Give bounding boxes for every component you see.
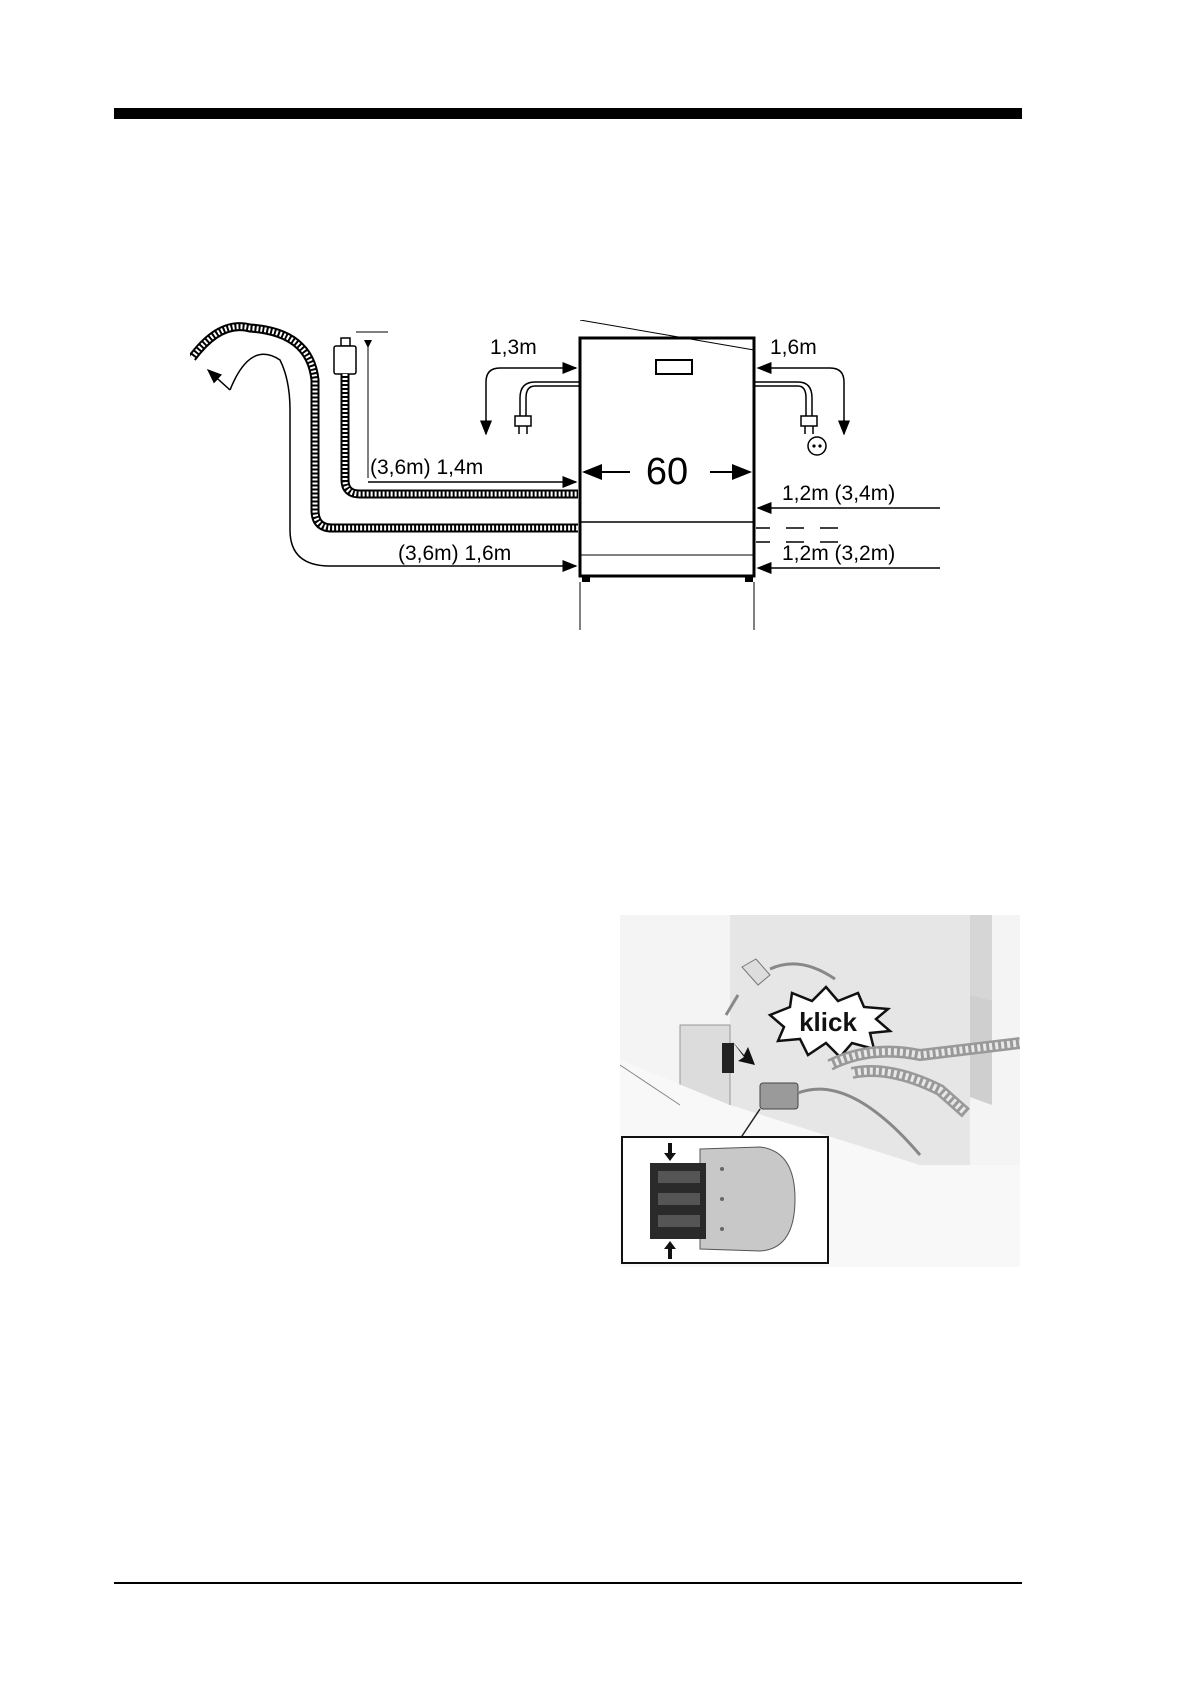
drain-left-length: (3,6m) 1,6m — [398, 542, 511, 565]
drain-hose: (3,6m) 1,6m — [192, 327, 578, 566]
width-label: 60 — [646, 451, 688, 493]
right-hose-lengths: 1,2m (3,4m) 1,2m (3,2m) — [756, 482, 940, 568]
left-cord-length: 1,3m — [490, 336, 537, 359]
drain-right-length: 1,2m (3,2m) — [782, 542, 895, 565]
connector-detail-inset — [622, 1137, 828, 1263]
socket-icon — [808, 437, 826, 455]
right-cord-length: 1,6m — [770, 336, 817, 359]
connector-illustration: klick — [620, 915, 1020, 1267]
footer-rule — [114, 1582, 1022, 1584]
header-rule — [114, 108, 1022, 119]
right-power-cord: 1,6m — [754, 336, 844, 455]
inlet-left-length: (3,6m) 1,4m — [370, 456, 483, 479]
inlet-hose: (3,6m) 1,4m — [334, 332, 578, 494]
inlet-right-length: 1,2m (3,4m) — [782, 482, 895, 505]
left-power-cord: 1,3m — [486, 336, 580, 434]
hose-length-diagram: 60 1,3m 1,6m (3,6m) 1,4 — [190, 320, 970, 630]
klick-label: klick — [799, 1007, 857, 1037]
